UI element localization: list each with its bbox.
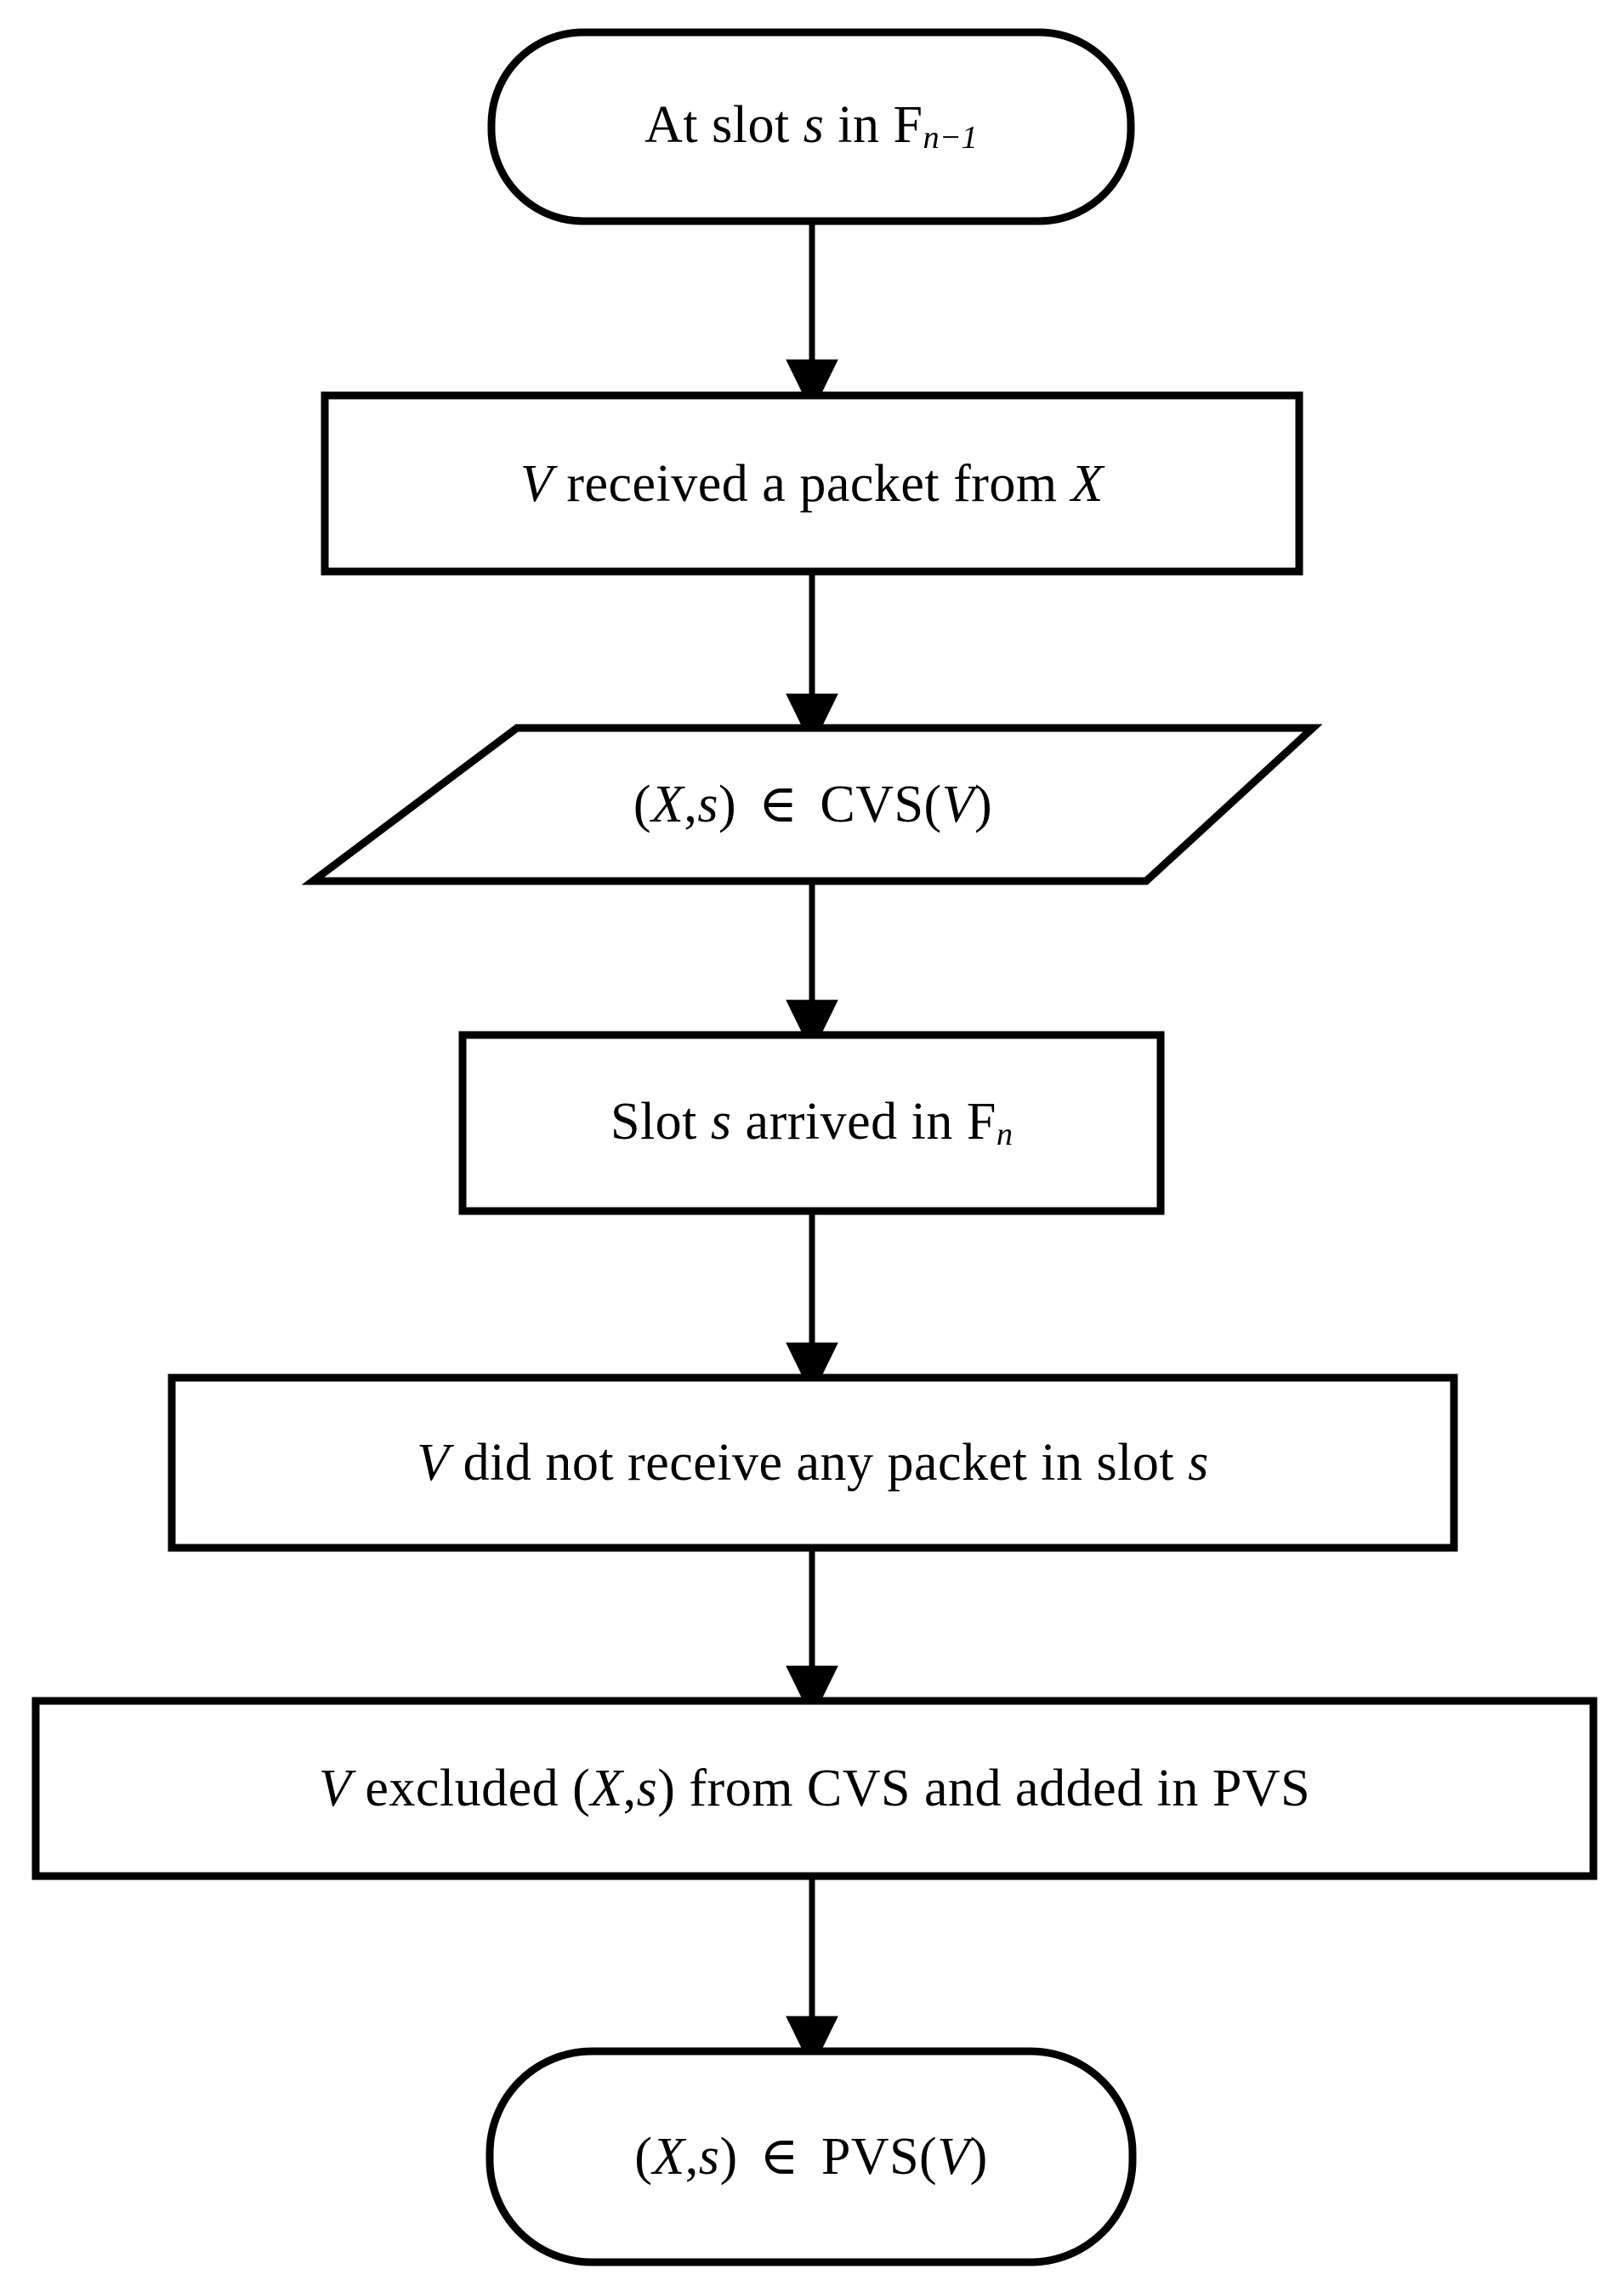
node-shape-n4[interactable]	[458, 1031, 1165, 1215]
node-shape-n6[interactable]	[31, 1697, 1598, 1880]
node-shape-n7[interactable]	[485, 2047, 1137, 2266]
node-shape-n5[interactable]	[168, 1373, 1458, 1552]
node-shape-n1[interactable]	[487, 28, 1135, 225]
node-shape-n2[interactable]	[321, 391, 1303, 576]
node-shape-n3[interactable]	[301, 724, 1323, 885]
